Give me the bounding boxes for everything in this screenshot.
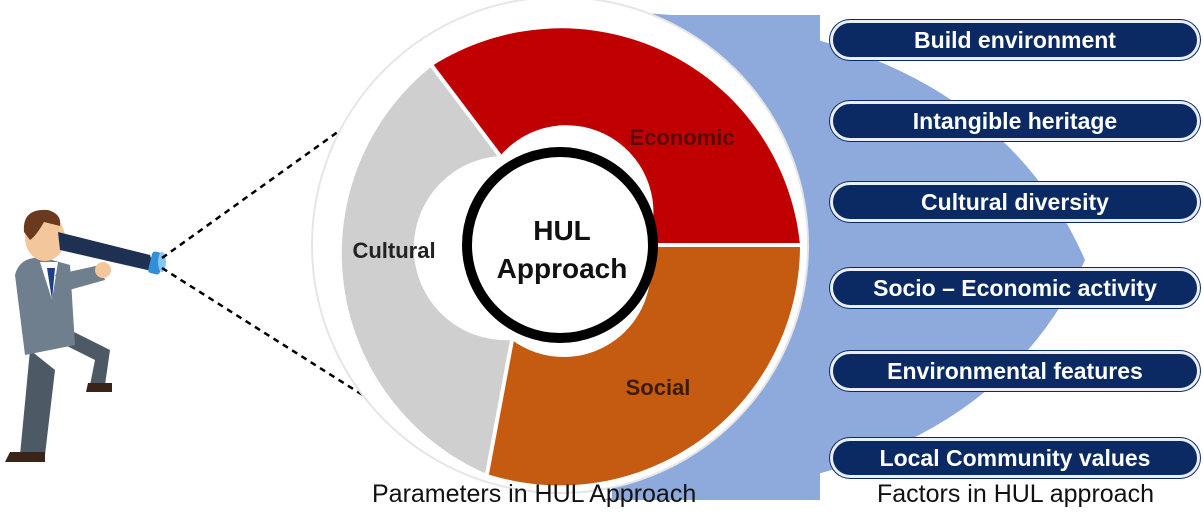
segment-economic (432, 28, 800, 245)
segment-label-social: Social (626, 375, 691, 400)
segment-social (487, 245, 801, 486)
center-label-line1: HUL (533, 215, 591, 246)
factor-socio-economic-activity: Socio – Economic activity (830, 268, 1200, 308)
caption-parameters: Parameters in HUL Approach (372, 480, 697, 508)
sight-line-top (161, 58, 439, 260)
segment-label-cultural: Cultural (352, 238, 435, 263)
center-label-line2: Approach (497, 253, 628, 284)
segment-cultural (341, 66, 512, 474)
center-ring (462, 147, 658, 343)
caption-factors: Factors in HUL approach (877, 480, 1154, 508)
factor-local-community-values: Local Community values (830, 438, 1200, 478)
factor-cultural-diversity: Cultural diversity (830, 182, 1200, 222)
factor-build-environment: Build environment (830, 20, 1200, 60)
segment-label-economic: Economic (629, 125, 734, 150)
factor-intangible-heritage: Intangible heritage (830, 101, 1200, 141)
person-with-telescope-icon (5, 209, 166, 462)
factor-environmental-features: Environmental features (830, 351, 1200, 391)
